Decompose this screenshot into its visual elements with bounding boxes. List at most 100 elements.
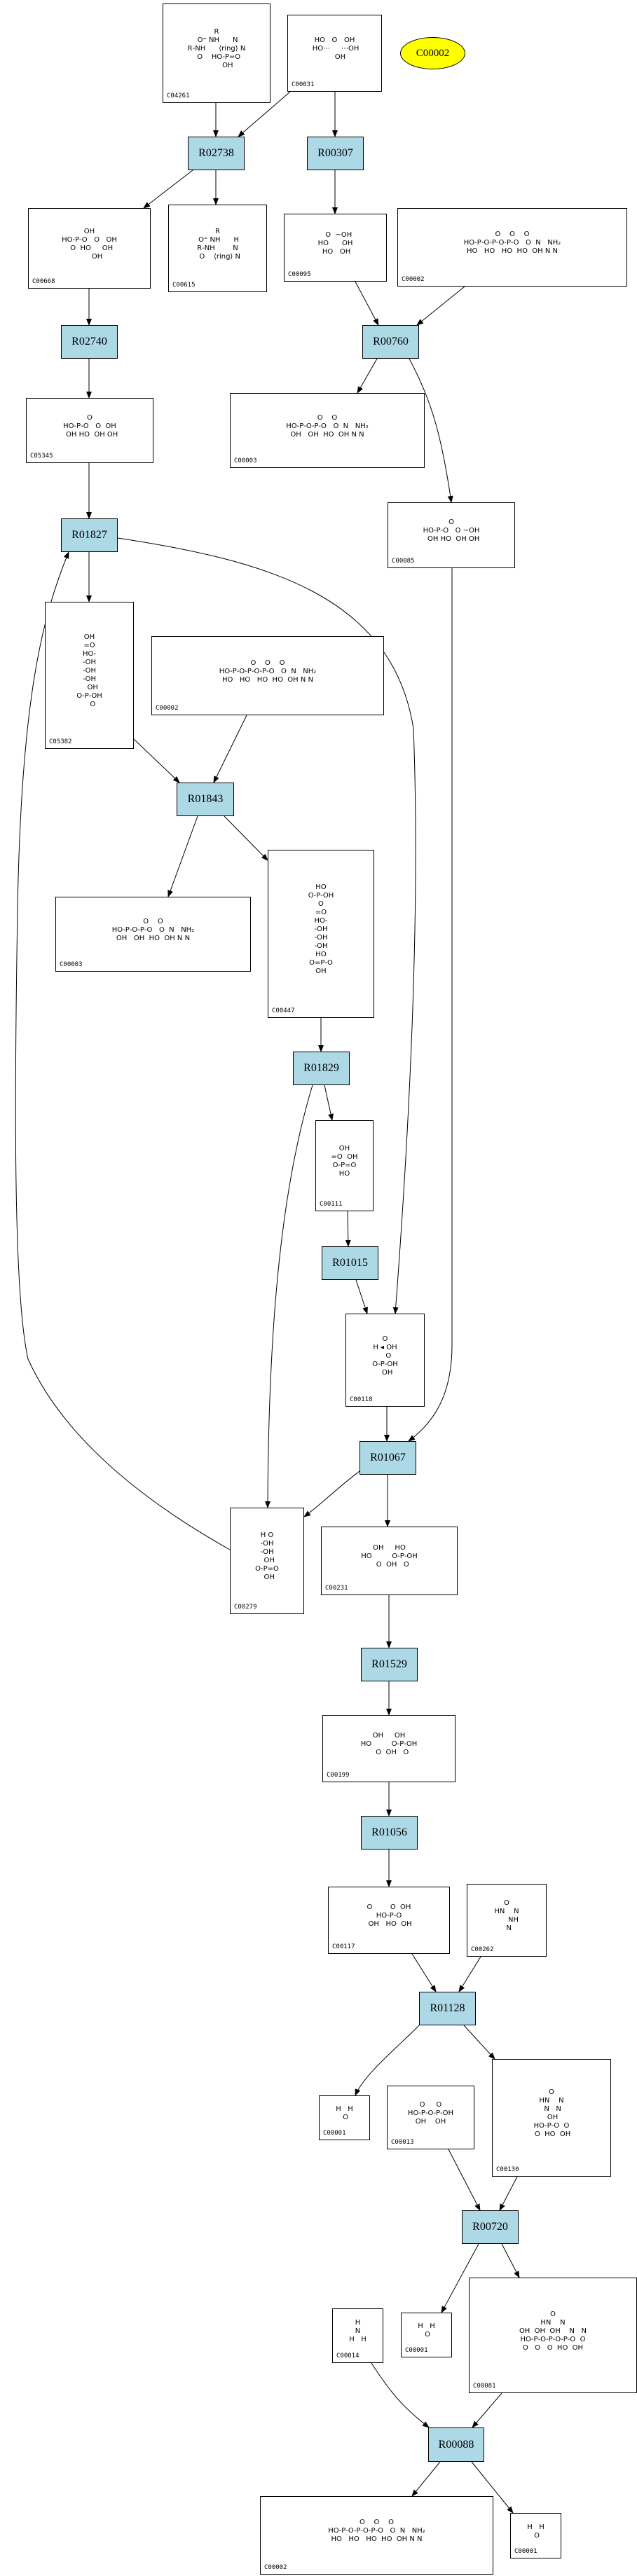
edge-r01128-c00001a bbox=[355, 2025, 420, 2096]
reaction-r00088[interactable]: R00088 bbox=[428, 2427, 484, 2462]
compound-id: C00001 bbox=[323, 2130, 346, 2137]
compound-c00013[interactable]: O O HO‑P‑O‑P‑OH OH OH C00013 bbox=[387, 2086, 474, 2149]
reaction-r01015[interactable]: R01015 bbox=[322, 1246, 378, 1280]
structure-drawing: OH OH HO O‑P‑OH O OH O bbox=[360, 1732, 418, 1756]
compound-c00002[interactable]: O O O HO‑P‑O‑P‑O‑P‑O O N NH₂ HO HO HO HO… bbox=[260, 2496, 493, 2575]
structure-drawing: H N H H bbox=[349, 2319, 367, 2343]
compound-c00117[interactable]: O O OH HO‑P‑O OH HO OH C00117 bbox=[328, 1887, 450, 1954]
compound-c00085[interactable]: O HO‑P‑O O ~OH OH HO OH OH C00085 bbox=[388, 502, 515, 568]
compound-c00003[interactable]: O O HO‑P‑O‑P‑O O N NH₂ OH OH HO OH N N C… bbox=[230, 393, 425, 468]
compound-id: C00002 bbox=[156, 705, 179, 712]
highlight-compound-c00002[interactable]: C00002 bbox=[400, 37, 465, 69]
compound-id: C00111 bbox=[320, 1201, 343, 1208]
edge-c00031-r02738 bbox=[238, 91, 291, 137]
compound-c00118[interactable]: O H ◂ OH O O‑P‑OH OH C00118 bbox=[345, 1314, 425, 1407]
compound-c00003[interactable]: O O HO‑P‑O‑P‑O O N NH₂ OH OH HO OH N N C… bbox=[55, 897, 251, 972]
structure-drawing: OH HO HO O‑P‑OH O OH O bbox=[361, 1544, 418, 1569]
reaction-r01529[interactable]: R01529 bbox=[361, 1648, 418, 1681]
compound-id: C05345 bbox=[30, 453, 53, 460]
compound-id: C00130 bbox=[496, 2166, 519, 2173]
reaction-r01829[interactable]: R01829 bbox=[293, 1052, 350, 1085]
structure-drawing: O HO‑P‑O O OH OH HO OH OH bbox=[63, 413, 118, 439]
structure-drawing: O O HO‑P‑O‑P‑OH OH OH bbox=[407, 2100, 454, 2126]
compound-c00262[interactable]: O HN N NH N C00262 bbox=[467, 1884, 547, 1957]
edge-r01829-c00111 bbox=[324, 1084, 334, 1121]
edge-r00720-c00081 bbox=[501, 2243, 520, 2278]
edge-r01843-c00447 bbox=[224, 815, 268, 861]
compound-id: C00001 bbox=[405, 2347, 428, 2354]
edge-c00002b-r01843 bbox=[213, 715, 247, 783]
compound-id: C00085 bbox=[392, 558, 415, 565]
structure-drawing: HO O OH HO⋯ ⋯OH OH bbox=[312, 36, 359, 61]
compound-c00081[interactable]: O HN N OH OH OH N N HO‑P‑O‑P‑O‑P‑O O O O… bbox=[469, 2278, 637, 2393]
structure-drawing: H H O bbox=[418, 2322, 435, 2339]
structure-drawing: O O HO‑P‑O‑P‑O O N NH₂ OH OH HO OH N N bbox=[286, 413, 369, 439]
reaction-r01827[interactable]: R01827 bbox=[61, 518, 118, 552]
structure-drawing: O ~OH HO OH HO OH bbox=[317, 230, 353, 256]
edge-c00081-r00088 bbox=[472, 2392, 502, 2428]
compound-id: C00118 bbox=[350, 1396, 373, 1403]
compound-c00014[interactable]: H N H H C00014 bbox=[332, 2308, 383, 2363]
compound-c00001[interactable]: H H O C00001 bbox=[510, 2513, 561, 2558]
compound-c05345[interactable]: O HO‑P‑O O OH OH HO OH OH C05345 bbox=[26, 398, 153, 463]
structure-drawing: OH =O OH O‑P=O HO bbox=[331, 1145, 358, 1178]
compound-c00231[interactable]: OH HO HO O‑P‑OH O OH O C00231 bbox=[321, 1527, 458, 1595]
edge-r01843-c00003b bbox=[167, 815, 198, 897]
reaction-r02738[interactable]: R02738 bbox=[188, 137, 245, 170]
structure-drawing: H H O bbox=[527, 2523, 544, 2540]
compound-c00130[interactable]: O HN N N N OH HO‑P‑O O O HO OH C00130 bbox=[492, 2059, 611, 2177]
edge-c05382-r01843 bbox=[133, 738, 180, 783]
compound-id: C00031 bbox=[292, 81, 315, 88]
structure-drawing: OH =O HO‑ ‑OH ‑OH ‑OH OH O‑P‑OH O bbox=[76, 633, 102, 708]
edge-c00014-r00088 bbox=[371, 2362, 430, 2428]
reaction-r01067[interactable]: R01067 bbox=[359, 1441, 416, 1475]
compound-c00447[interactable]: HO O‑P‑OH O =O HO‑ ‑OH ‑OH ‑OH HO O=P‑O … bbox=[268, 850, 374, 1018]
structure-drawing: O HN N N N OH HO‑P‑O O O HO OH bbox=[533, 2088, 571, 2138]
edge-c00085-r01067 bbox=[408, 568, 453, 1442]
compound-id: C00447 bbox=[272, 1007, 295, 1014]
edge-r01015-c00118 bbox=[355, 1279, 368, 1314]
compound-c00668[interactable]: OH HO‑P‑O O OH O HO OH OH C00668 bbox=[28, 208, 151, 289]
compound-id: C00014 bbox=[336, 2353, 359, 2360]
compound-c00279[interactable]: H O ‑OH ‑OH OH O‑P=O OH C00279 bbox=[230, 1508, 304, 1614]
reaction-r01843[interactable]: R01843 bbox=[177, 783, 234, 816]
compound-c00031[interactable]: HO O OH HO⋯ ⋯OH OH C00031 bbox=[287, 15, 382, 92]
compound-c00615[interactable]: R O⁼ NH H R‑NH N O ⟨ring⟩ N C00615 bbox=[168, 205, 267, 292]
compound-c00199[interactable]: OH OH HO O‑P‑OH O OH O C00199 bbox=[322, 1715, 456, 1782]
edge-r01829-c00279 bbox=[265, 1084, 313, 1508]
edge-r00088-c00002c bbox=[411, 2461, 441, 2497]
edge-c00095-r00760 bbox=[355, 281, 379, 326]
structure-drawing: O O HO‑P‑O‑P‑O O N NH₂ OH OH HO OH N N bbox=[111, 917, 195, 942]
compound-id: C00279 bbox=[234, 1604, 257, 1611]
compound-c04261[interactable]: R O⁼ NH N R‑NH ⟨ring⟩ N O HO‑P=O OH C042… bbox=[163, 4, 270, 103]
reaction-r01128[interactable]: R01128 bbox=[419, 1992, 476, 2025]
reaction-r00720[interactable]: R00720 bbox=[462, 2210, 519, 2244]
compound-id: C00668 bbox=[32, 278, 55, 285]
compound-c00002[interactable]: O O O HO‑P‑O‑P‑O‑P‑O O N NH₂ HO HO HO HO… bbox=[151, 636, 384, 715]
edge-r01067-c00279 bbox=[303, 1470, 360, 1517]
compound-c05382[interactable]: OH =O HO‑ ‑OH ‑OH ‑OH OH O‑P‑OH O C05382 bbox=[45, 602, 134, 749]
compound-id: C05382 bbox=[49, 738, 72, 745]
edge-r02738-c00668 bbox=[143, 170, 193, 209]
reaction-r02740[interactable]: R02740 bbox=[61, 325, 118, 359]
edge-c00130-r00720 bbox=[499, 2176, 518, 2211]
compound-id: C00262 bbox=[471, 1946, 494, 1953]
compound-c00001[interactable]: H H O C00001 bbox=[401, 2313, 452, 2357]
compound-id: C00199 bbox=[327, 1772, 350, 1779]
reaction-r01056[interactable]: R01056 bbox=[361, 1816, 418, 1850]
compound-id: C00231 bbox=[325, 1585, 348, 1592]
compound-c00002[interactable]: O O O HO‑P‑O‑P‑O‑P‑O O N NH₂ HO HO HO HO… bbox=[397, 208, 627, 287]
reaction-r00307[interactable]: R00307 bbox=[307, 137, 364, 170]
structure-drawing: O O O HO‑P‑O‑P‑O‑P‑O O N NH₂ HO HO HO HO… bbox=[219, 659, 317, 684]
structure-drawing: HO O‑P‑OH O =O HO‑ ‑OH ‑OH ‑OH HO O=P‑O … bbox=[308, 883, 334, 975]
compound-id: C00003 bbox=[234, 457, 257, 464]
compound-c00095[interactable]: O ~OH HO OH HO OH C00095 bbox=[284, 214, 387, 282]
compound-c00111[interactable]: OH =O OH O‑P=O HO C00111 bbox=[315, 1120, 374, 1211]
structure-drawing: O O O HO‑P‑O‑P‑O‑P‑O O N NH₂ HO HO HO HO… bbox=[463, 230, 561, 255]
compound-id: C00117 bbox=[332, 1943, 355, 1950]
edge-c00117-r01128 bbox=[411, 1953, 437, 1992]
compound-c00001[interactable]: H H O C00001 bbox=[319, 2095, 370, 2140]
structure-drawing: O HN N OH OH OH N N HO‑P‑O‑P‑O‑P‑O O O O… bbox=[519, 2310, 587, 2352]
reaction-r00760[interactable]: R00760 bbox=[362, 325, 419, 359]
